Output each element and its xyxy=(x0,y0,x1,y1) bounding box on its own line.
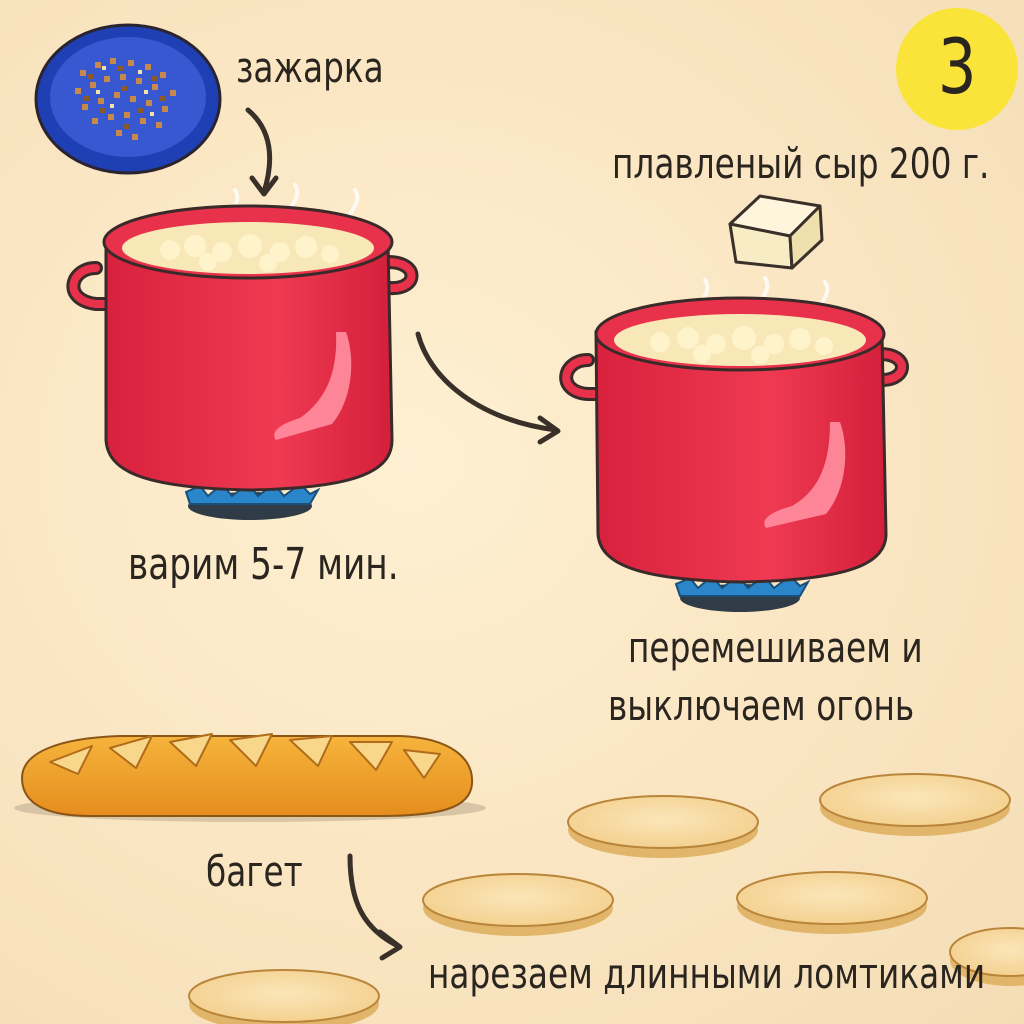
arrow-icon xyxy=(415,331,559,433)
label-boil: варим 5-7 мин. xyxy=(128,539,399,590)
baguette-icon xyxy=(14,733,486,822)
arrow-icon xyxy=(347,853,401,949)
arrow-icon xyxy=(245,107,273,195)
label-stir-line1: перемешиваем и xyxy=(628,623,923,672)
bread-slice-icon xyxy=(422,873,614,936)
label-stir-line2: выключаем огонь xyxy=(608,681,915,730)
label-cheese: плавленый сыр 200 г. xyxy=(612,139,990,188)
cheese-block-icon xyxy=(728,194,824,270)
step-number: 3 xyxy=(937,21,977,111)
bowl-of-fried-vegetables-icon xyxy=(34,23,222,175)
bread-slice-icon xyxy=(188,969,380,1024)
bread-slice-icon xyxy=(736,871,928,934)
label-baguette: багет xyxy=(206,847,303,896)
arrow-head-icon xyxy=(537,415,561,445)
bread-slice-icon xyxy=(567,795,759,858)
label-slice: нарезаем длинными ломтиками xyxy=(428,949,986,998)
bread-slice-icon xyxy=(819,773,1011,836)
label-zazharka: зажарка xyxy=(236,43,384,92)
pot-icon xyxy=(66,204,419,492)
arrow-head-icon xyxy=(377,929,403,961)
pot-icon xyxy=(559,296,909,584)
bread-slice-icon xyxy=(949,927,1024,986)
step-number-badge: 3 xyxy=(896,8,1018,130)
arrow-head-icon xyxy=(249,175,279,197)
